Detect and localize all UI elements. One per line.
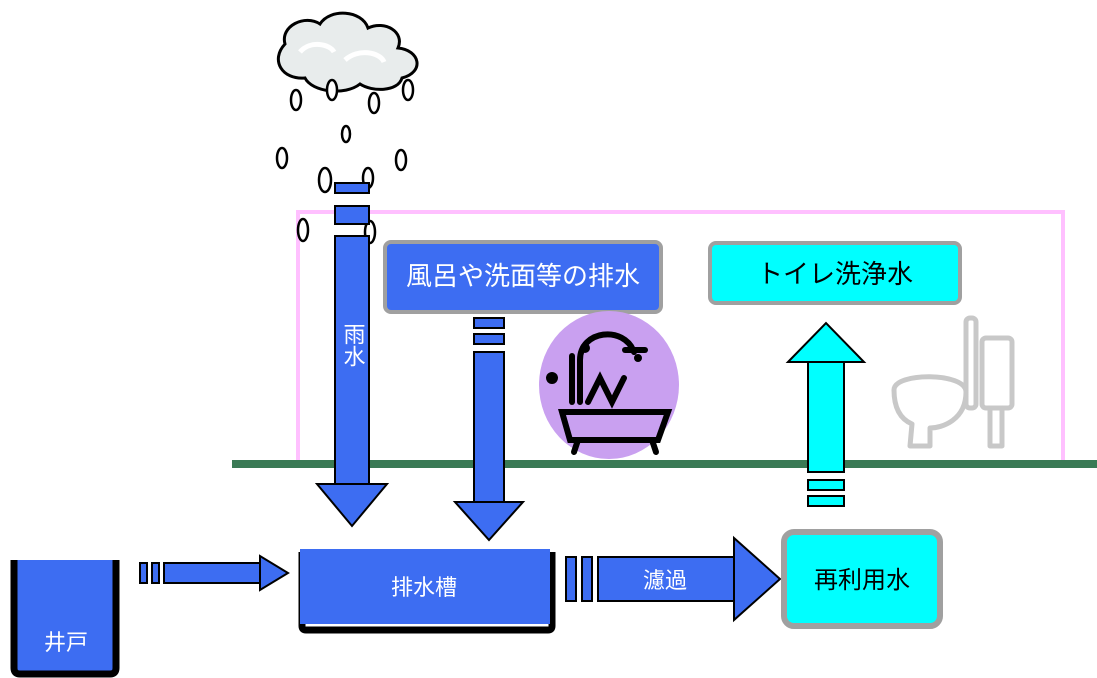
filtration-arrow: [565, 535, 782, 623]
well-label: 井戸: [44, 631, 88, 656]
bathtub-shower-icon: [539, 311, 679, 459]
bath-drain-label: 風呂や洗面等の排水: [406, 262, 640, 292]
well: [10, 560, 120, 678]
reuse-water-label: 再利用水: [814, 566, 910, 594]
rain-cloud-icon: [276, 11, 419, 93]
filtration-label: 濾過: [643, 569, 687, 594]
rain-drops: [275, 78, 415, 245]
reuse-up-arrow: [785, 321, 867, 507]
toilet-water-box: [708, 241, 962, 305]
toilet-icon: [891, 315, 1015, 449]
toilet-water-label: トイレ洗浄水: [757, 260, 913, 290]
reuse-water-box: [781, 529, 943, 629]
drain-tank: [298, 549, 556, 634]
drain-tank-label: 排水槽: [391, 576, 457, 601]
rainwater-label: 雨水: [340, 323, 366, 367]
ground-line: [232, 460, 1097, 468]
well-to-tank-arrow: [139, 554, 290, 592]
bath-drain-arrow: [452, 317, 526, 542]
bath-drain-box: [383, 240, 663, 314]
rainwater-arrow: [314, 182, 390, 528]
